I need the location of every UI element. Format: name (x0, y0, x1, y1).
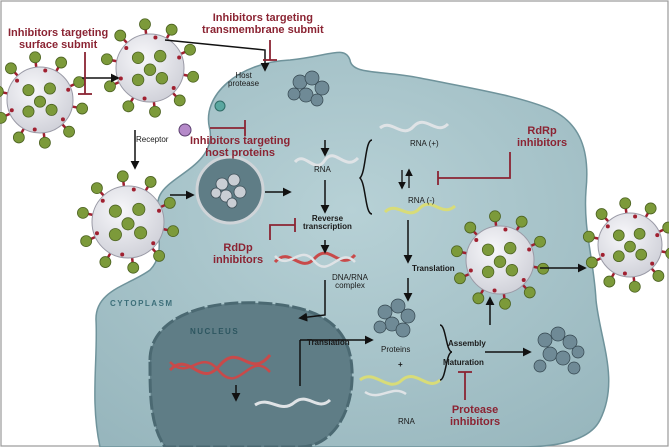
virus-top (100, 18, 200, 118)
inhibitor-bars (78, 40, 511, 400)
plus-label: + (398, 360, 403, 369)
rna-bottom-strand (359, 375, 442, 386)
rna-minus-strand (383, 202, 457, 215)
endosome (195, 155, 265, 225)
assembly-label: Assembly (448, 339, 486, 348)
protein-cluster-assembly (533, 326, 585, 375)
rna-plus-label: RNA (+) (410, 139, 439, 148)
maturation-label: Maturation (443, 358, 484, 367)
translation-label-right: Translation (412, 264, 455, 273)
pathway-arrows (82, 39, 587, 402)
rna-bottom-label: RNA (398, 417, 415, 426)
receptor-shape (178, 123, 192, 137)
dna-rna-helix (273, 251, 357, 265)
rna-plus-strand (379, 120, 450, 133)
cytoplasm-label: CYTOPLASM (110, 299, 174, 308)
virus-released (582, 197, 669, 293)
protein-cluster-top (287, 70, 330, 107)
translation-label-nucleus: Translation (307, 338, 350, 347)
bracket-lines (299, 139, 453, 386)
virus-entering-left (0, 51, 89, 149)
equilibrium-arrows (398, 168, 413, 190)
host-protease-shape (214, 100, 226, 112)
protein-cluster-middle (373, 298, 416, 338)
rna-minus-label: RNA (-) (408, 196, 435, 205)
proteins-label: Proteins (381, 345, 411, 354)
nucleus-body (148, 301, 354, 447)
receptor-label: Receptor (136, 135, 169, 144)
rna-strand-top (293, 154, 360, 167)
virus-endocytosed (77, 170, 179, 274)
nucleus-rna-strand (254, 397, 332, 409)
nucleus-dna-helix (168, 354, 272, 375)
nucleus-label: NUCLEUS (190, 327, 240, 336)
rna-label: RNA (314, 165, 331, 174)
endosome-content (210, 173, 247, 209)
